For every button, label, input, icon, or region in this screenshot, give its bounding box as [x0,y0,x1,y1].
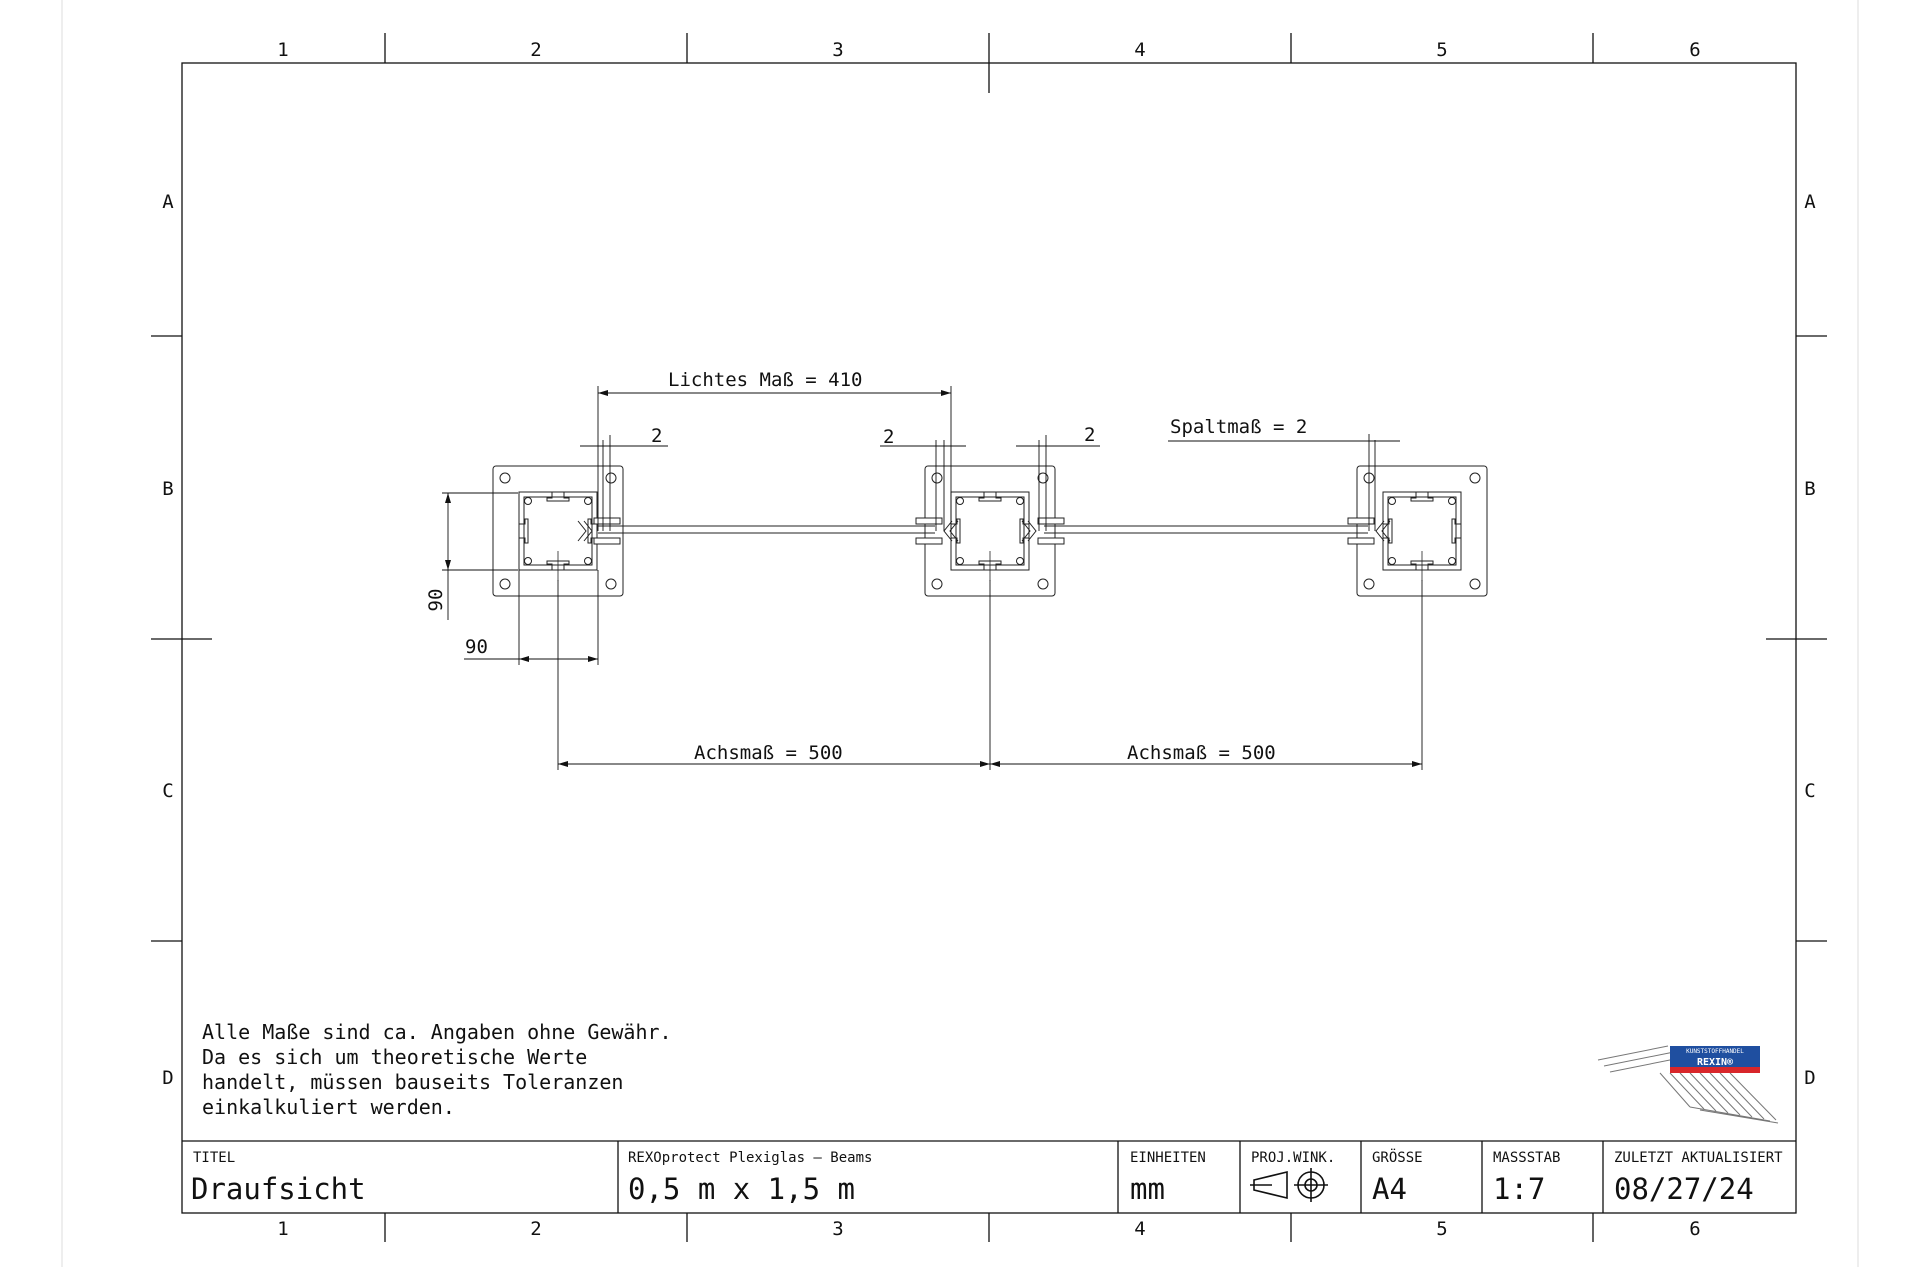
row-label-left-b: B [162,478,173,500]
achsmass-label-2: Achsmaß = 500 [1127,742,1276,764]
col-label-top-6: 6 [1689,39,1700,61]
massstab-label: MASSSTAB [1493,1150,1561,1166]
col-label-top-5: 5 [1436,39,1447,61]
row-label-left-c: C [162,780,173,802]
col-label-top-3: 3 [832,39,843,61]
einheiten-value: mm [1130,1172,1165,1206]
lichtes-mass-label: Lichtes Maß = 410 [668,369,862,391]
col-label-top-4: 4 [1134,39,1145,61]
proj-wink-label: PROJ.WINK. [1251,1150,1336,1166]
gap-label-1: 2 [651,425,662,447]
title-block-grid [182,1140,1796,1213]
glass-clamp [577,517,621,545]
row-label-right-c: C [1804,780,1815,802]
dimension-lines [442,386,1423,770]
post-left [492,465,624,597]
disclaimer-note: Alle Maße sind ca. Angaben ohne Gewähr. … [202,1020,672,1119]
col-label-bottom-3: 3 [832,1218,843,1240]
groesse-value: A4 [1372,1172,1407,1206]
col-label-bottom-6: 6 [1689,1218,1700,1240]
post-depth-label: 90 [425,589,447,612]
posts [492,465,1488,597]
gap-label-3: 2 [1084,424,1095,446]
col-label-bottom-1: 1 [277,1218,288,1240]
post-width-label: 90 [465,636,488,658]
col-label-bottom-5: 5 [1436,1218,1447,1240]
row-label-left-d: D [162,1067,173,1089]
row-label-right-b: B [1804,478,1815,500]
titel-label: TITEL [193,1150,236,1166]
spaltmass-label: Spaltmaß = 2 [1170,416,1307,438]
gap-label-2: 2 [883,426,894,448]
logo-line-1: KUNSTSTOFFHANDEL [1686,1048,1744,1055]
product-value: 0,5 m x 1,5 m [628,1172,855,1206]
row-label-right-a: A [1804,191,1816,213]
row-label-right-d: D [1804,1067,1815,1089]
rexin-logo: KUNSTSTOFFHANDEL REXIN® [1597,1045,1779,1124]
titel-value: Draufsicht [191,1172,366,1206]
glass-clamp [1021,517,1065,545]
zuletzt-aktualisiert-value: 08/27/24 [1614,1172,1754,1206]
zuletzt-aktualisiert-label: ZULETZT AKTUALISIERT [1614,1150,1783,1166]
zone-labels: 1 2 3 4 5 6 1 2 3 4 5 6 A B C D A B C D [162,39,1816,1240]
zone-ticks [151,33,1827,1242]
product-label: REXOprotect Plexiglas – Beams [628,1150,873,1166]
col-label-top-2: 2 [530,39,541,61]
glass-clamp [915,517,959,545]
groesse-label: GRÖSSE [1372,1150,1423,1166]
logo-line-2: REXIN® [1697,1057,1734,1068]
col-label-top-1: 1 [277,39,288,61]
einheiten-label: EINHEITEN [1130,1150,1206,1166]
col-label-bottom-4: 4 [1134,1218,1145,1240]
col-label-bottom-2: 2 [530,1218,541,1240]
row-label-left-a: A [162,191,174,213]
dimension-labels: Lichtes Maß = 410 Spaltmaß = 2 2 2 2 90 … [425,369,1307,764]
massstab-value: 1:7 [1493,1172,1546,1206]
glass-clamp [1347,517,1391,545]
glass-panels [598,525,1368,534]
achsmass-label-1: Achsmaß = 500 [694,742,843,764]
third-angle-projection-icon [1250,1168,1328,1202]
